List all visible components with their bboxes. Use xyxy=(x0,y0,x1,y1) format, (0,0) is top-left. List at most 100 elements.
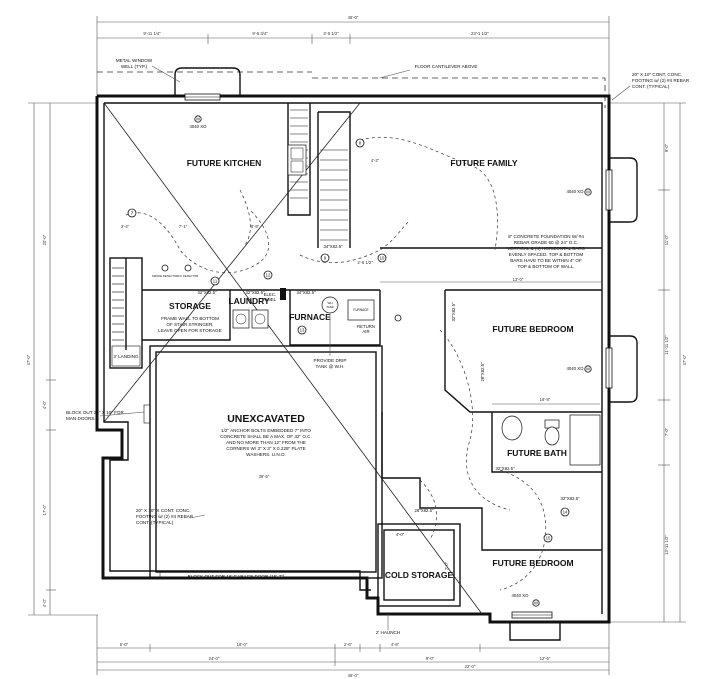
bottom-dimension-3: 2'-6" xyxy=(344,642,353,647)
bottom-total-dimension: 46'-0" xyxy=(348,673,359,678)
window-label-right-upper: 4040 XO xyxy=(567,189,585,194)
room-cold-storage: COLD STORAGE xyxy=(385,570,454,580)
note-elec-panel: ELEC. PANEL xyxy=(262,292,276,302)
door-tag-1: 32"X82.5" xyxy=(197,290,217,295)
note-metal-window-well: METAL WINDOW WELL (TYP.) xyxy=(116,58,181,83)
svg-text:CORNERS W/ 3" X 3" X 0.229" PL: CORNERS W/ 3" X 3" X 0.229" PLATE xyxy=(226,446,305,451)
svg-text:RETURN: RETURN xyxy=(357,324,375,329)
room-future-bedroom-2: FUTURE BEDROOM xyxy=(492,558,573,568)
svg-text:MAN DOORS.: MAN DOORS. xyxy=(66,416,96,421)
left-dimension-1: 20'-0" xyxy=(42,234,47,245)
svg-text:REBAR GRADE 60 @ 24" O.C.: REBAR GRADE 60 @ 24" O.C. xyxy=(514,240,579,245)
interior-dim-7: 4'-2" xyxy=(371,158,380,163)
door-tag-2: 32"X82.5" xyxy=(245,290,265,295)
window-mark-right-middle-letter: M xyxy=(586,367,590,372)
door-tag-5: 32"X82.5" xyxy=(451,302,456,322)
interior-dim-4: 7'-1" xyxy=(179,224,188,229)
left-dimension-4: 4'-0" xyxy=(42,598,47,607)
top-dimension-4: 23'-1 1/2" xyxy=(471,31,489,36)
foundation-walls xyxy=(95,94,611,624)
detail-tags: 7 8 9 10 11 12 13 14 15 xyxy=(127,138,570,543)
svg-text:WASHERS. U.N.O.: WASHERS. U.N.O. xyxy=(246,452,286,457)
door-tag-8: 28"X82.5" xyxy=(414,508,434,513)
right-dimension-4: 7'-0" xyxy=(664,427,669,436)
window-mark-bottom-letter: M xyxy=(534,601,538,606)
svg-text:CONCRETE SHALL BE A MAX. OF 32: CONCRETE SHALL BE A MAX. OF 32" O.C. xyxy=(220,434,312,439)
svg-text:AND NO MORE THAN 12" FROM THE: AND NO MORE THAN 12" FROM THE xyxy=(226,440,306,445)
window-well-top xyxy=(174,67,241,96)
svg-text:TANK: TANK xyxy=(326,305,334,309)
shower xyxy=(569,414,601,466)
room-future-bath: FUTURE BATH xyxy=(507,448,567,458)
smoke-detector-icon xyxy=(161,264,169,272)
note-garage-door-block-out: BLOCK OUT FOR 16' GARAGE DOOR (16'-7") xyxy=(159,571,361,579)
garage-door-blockout xyxy=(159,571,361,579)
detail-tag-5: 11 xyxy=(213,279,218,284)
bottom-dimension-1: 5'-0" xyxy=(120,642,129,647)
note-footing-top-right: 20" X 10" CONT. CONC. FOOTING w/ (2) #4 … xyxy=(611,72,690,101)
svg-text:BLOCK OUT FOR 16' GARAGE DOOR: BLOCK OUT FOR 16' GARAGE DOOR (16'-7") xyxy=(188,574,285,579)
left-total-dimension: 47'-0" xyxy=(26,354,31,365)
svg-text:8" CONCRETE FOUNDATION W/ #4: 8" CONCRETE FOUNDATION W/ #4 xyxy=(508,234,584,239)
bottom-overall-left: 24'-0" xyxy=(209,656,220,661)
note-floor-cantilever: FLOOR CANTILEVER ABOVE xyxy=(379,64,477,79)
notes: METAL WINDOW WELL (TYP.) FLOOR CANTILEVE… xyxy=(66,58,690,635)
window-mark-bottom xyxy=(532,599,540,607)
window-wells xyxy=(174,67,638,641)
detail-tag-8: 14 xyxy=(563,510,568,515)
windows: 4040 XO 4040 XO 4040 XO 4040 XO M M M M xyxy=(184,93,613,619)
smoke-detector-icon xyxy=(394,314,402,322)
note-footing-bottom-left: 20" X 10" X CONT. CONC. FOOTING w/ (2) #… xyxy=(136,508,206,525)
svg-text:2' HAUNCH: 2' HAUNCH xyxy=(376,630,400,635)
bottom-dimension-2: 16'-0" xyxy=(237,642,248,647)
kitchen-sink xyxy=(287,144,307,176)
interior-dim-3: 39'-6" xyxy=(259,474,270,479)
toilet-bowl xyxy=(544,426,560,446)
window-label-top: 4040 XO xyxy=(190,124,208,129)
room-future-family: FUTURE FAMILY xyxy=(450,158,518,168)
detectors: SMOKE DETECTOR CO DETECTOR xyxy=(152,264,402,322)
furnace-unit xyxy=(347,299,375,321)
top-total-dimension: 46'-0" xyxy=(348,15,359,20)
top-dimensions: 46'-0" 9'-11 1/4" 9'-5 3/4" 3'-5 1/2" 23… xyxy=(96,15,610,98)
room-labels: FUTURE KITCHEN FUTURE FAMILY STORAGE LAU… xyxy=(169,158,574,580)
water-heater xyxy=(321,296,339,314)
note-landing: 3' LANDING xyxy=(113,354,139,359)
detail-tag-7: 13 xyxy=(300,328,305,333)
detail-tag-3: 9 xyxy=(324,256,327,261)
right-dimensions: 47'-0" 9'-0" 11'-0" 11'-11 1/2" 7'-0" 13… xyxy=(610,102,687,623)
left-dimensions: 47'-0" 20'-0" 4'-0" 17'-0" 4'-0" xyxy=(26,102,98,616)
svg-text:ELEC.: ELEC. xyxy=(264,292,276,297)
window-mark-top xyxy=(194,115,202,123)
svg-text:WELL (TYP.): WELL (TYP.) xyxy=(121,64,148,69)
bath-sink xyxy=(501,415,523,441)
window-mark-right-upper xyxy=(584,188,592,196)
interior-dim-10: 7'-0" xyxy=(444,561,449,570)
left-dimension-3: 17'-0" xyxy=(42,504,47,515)
top-dimension-2: 9'-5 3/4" xyxy=(252,31,268,36)
top-dimension-1: 9'-11 1/4" xyxy=(143,31,161,36)
svg-text:1/2" ANCHOR BOLTS EMBEDDED 7": 1/2" ANCHOR BOLTS EMBEDDED 7" INTO xyxy=(221,428,311,433)
svg-text:CONT. (TYPICAL): CONT. (TYPICAL) xyxy=(632,84,670,89)
svg-text:OF STAIR STRINGER,: OF STAIR STRINGER, xyxy=(166,322,213,327)
left-dimension-2: 4'-0" xyxy=(42,400,47,409)
interior-dim-5: 3'-4" xyxy=(121,224,130,229)
room-future-bedroom-1: FUTURE BEDROOM xyxy=(492,324,573,334)
svg-text:PROVIDE DRIP: PROVIDE DRIP xyxy=(314,358,347,363)
interior-dim-2: 16'-8" xyxy=(540,397,551,402)
right-dimension-3: 11'-11 1/2" xyxy=(664,335,669,355)
window-mark-top-letter: M xyxy=(196,117,200,122)
svg-text:LEAVE OPEN FOR STORAGE: LEAVE OPEN FOR STORAGE xyxy=(158,328,221,333)
note-furnace-unit-label: FURNACE xyxy=(353,308,368,312)
floor-cantilever-outline xyxy=(312,77,606,108)
bottom-dimension-4: 4'-6" xyxy=(391,642,400,647)
svg-text:BLOCK OUT 38" X 10" FOR: BLOCK OUT 38" X 10" FOR xyxy=(66,410,124,415)
right-dimension-2: 11'-0" xyxy=(664,234,669,245)
svg-text:TANK @ W.H.: TANK @ W.H. xyxy=(315,364,344,369)
note-concrete-foundation: 8" CONCRETE FOUNDATION W/ #4 REBAR GRADE… xyxy=(507,234,585,269)
right-total-dimension: 47'-0" xyxy=(682,354,687,365)
door-tag-9: 32"X82.5" xyxy=(560,496,580,501)
detail-tag-1: 7 xyxy=(131,211,134,216)
bottom-dimensions: 5'-0" 16'-0" 2'-6" 4'-6" 9'-0" 12'-6" 24… xyxy=(96,615,610,678)
note-haunch: 2' HAUNCH xyxy=(376,614,400,635)
